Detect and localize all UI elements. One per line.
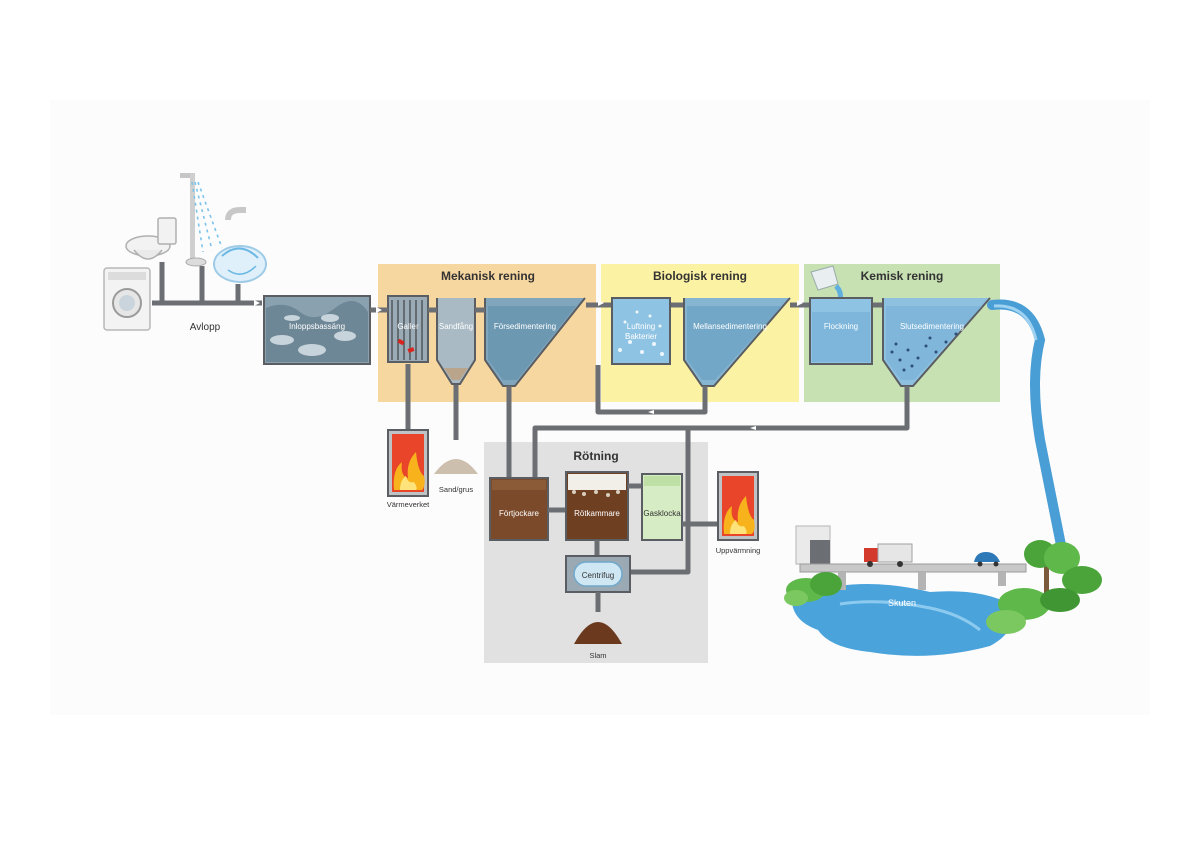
label-flockning: Flockning — [824, 322, 858, 331]
label-galler: Galler — [397, 322, 419, 331]
outflow-highlight — [993, 304, 1038, 341]
label-sandfang: Sandfång — [439, 322, 473, 331]
tank-sandfang — [436, 298, 476, 385]
tank-fortjockare — [489, 477, 549, 541]
pipe-centrifug-return — [630, 428, 691, 575]
tank-slutsedimentering — [882, 297, 991, 387]
tank-galler — [387, 295, 429, 363]
label-slam: Slam — [589, 651, 606, 660]
washing-machine-icon — [103, 267, 151, 331]
zone-title-kemisk: Kemisk rening — [861, 269, 944, 283]
outflow-stream — [987, 299, 1067, 555]
zone-title-rotning: Rötning — [573, 449, 618, 463]
label-slutsedimentering: Slutsedimentering — [900, 322, 964, 331]
zone-title-mekanisk: Mekanisk rening — [441, 269, 535, 283]
tank-gasklocka — [641, 473, 683, 541]
label-sand-grus: Sand/grus — [439, 485, 473, 494]
label-inloppsbassang: Inloppsbassäng — [289, 322, 345, 331]
car-icon — [974, 552, 1000, 567]
tank-forsedimentering — [484, 297, 586, 387]
building-icon — [795, 525, 831, 565]
lake-highlight — [839, 600, 981, 632]
tank-rotkammare — [565, 471, 629, 541]
toilet-icon — [125, 217, 177, 260]
label-fortjockare: Förtjockare — [499, 509, 540, 518]
label-mellansedimentering: Mellansedimentering — [693, 322, 767, 331]
tank-flockning — [809, 297, 873, 365]
tank-mellansedimentering — [683, 297, 791, 387]
label-skuten: Skuten — [888, 598, 916, 608]
sink-icon — [213, 207, 267, 283]
fire-icon-uppvarmning — [717, 471, 759, 541]
label-uppvarmning: Uppvärmning — [716, 546, 761, 555]
tree-icon-right — [986, 540, 1102, 634]
shower-icon — [180, 173, 223, 267]
bridge — [799, 563, 1027, 590]
zone-title-biologisk: Biologisk rening — [653, 269, 747, 283]
label-centrifug: Centrifug — [582, 571, 614, 580]
label-bakterier: Bakterier — [625, 332, 657, 341]
label-gasklocka: Gasklocka — [643, 509, 681, 518]
slam-pile — [574, 622, 622, 644]
tank-luftning — [611, 297, 671, 365]
truck-icon — [864, 543, 913, 567]
tree-icon-left — [784, 572, 842, 606]
label-varmeverket: Värmeverket — [387, 500, 430, 509]
pipe-slut-return — [532, 386, 910, 478]
tank-inloppsbassang — [263, 295, 371, 365]
label-luftning: Luftning — [627, 322, 655, 331]
label-rotkammare: Rötkammare — [574, 509, 620, 518]
label-avlopp: Avlopp — [190, 322, 221, 333]
label-forsedimentering: Försedimentering — [494, 322, 556, 331]
fire-icon-varmeverket — [387, 429, 429, 497]
sand-pile — [434, 459, 478, 474]
flow-arrows — [254, 300, 803, 430]
